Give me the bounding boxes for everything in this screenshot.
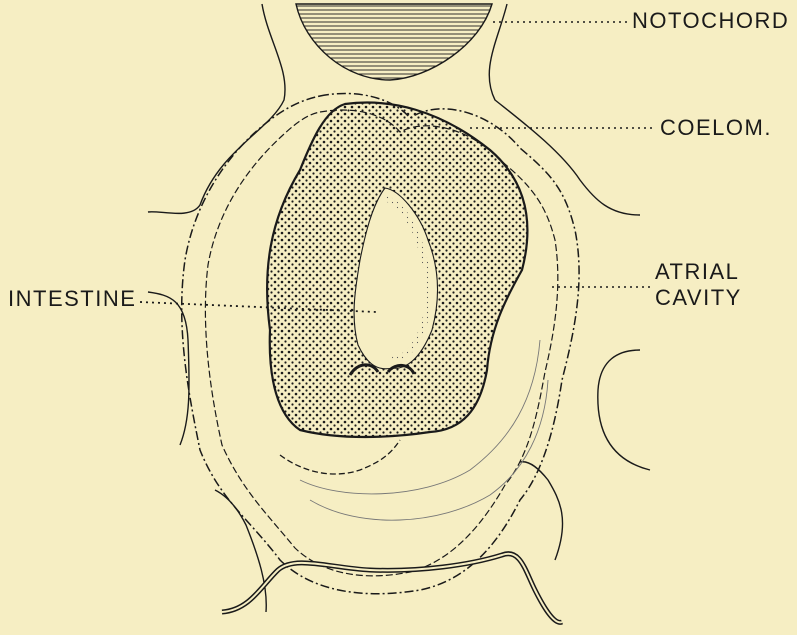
intestine-label: INTESTINE	[8, 286, 136, 312]
notochord-shape	[296, 4, 492, 80]
outer-tissue-left-lower	[148, 292, 189, 445]
atrial-label-line1: ATRIAL	[655, 259, 742, 285]
atrial-label-line2: CAVITY	[655, 285, 742, 311]
ventral-band	[222, 554, 562, 623]
coelom-label: COELOM.	[660, 115, 772, 141]
atrial-cavity-label: ATRIAL CAVITY	[655, 259, 742, 311]
atrial-fold-3	[280, 440, 400, 474]
notochord-label: NOTOCHORD	[632, 8, 789, 34]
outer-tissue-right-mid	[598, 350, 650, 470]
outer-tissue-left	[148, 4, 285, 213]
ventral-band-inner	[222, 554, 562, 623]
outer-tissue-right-lower	[520, 462, 563, 560]
